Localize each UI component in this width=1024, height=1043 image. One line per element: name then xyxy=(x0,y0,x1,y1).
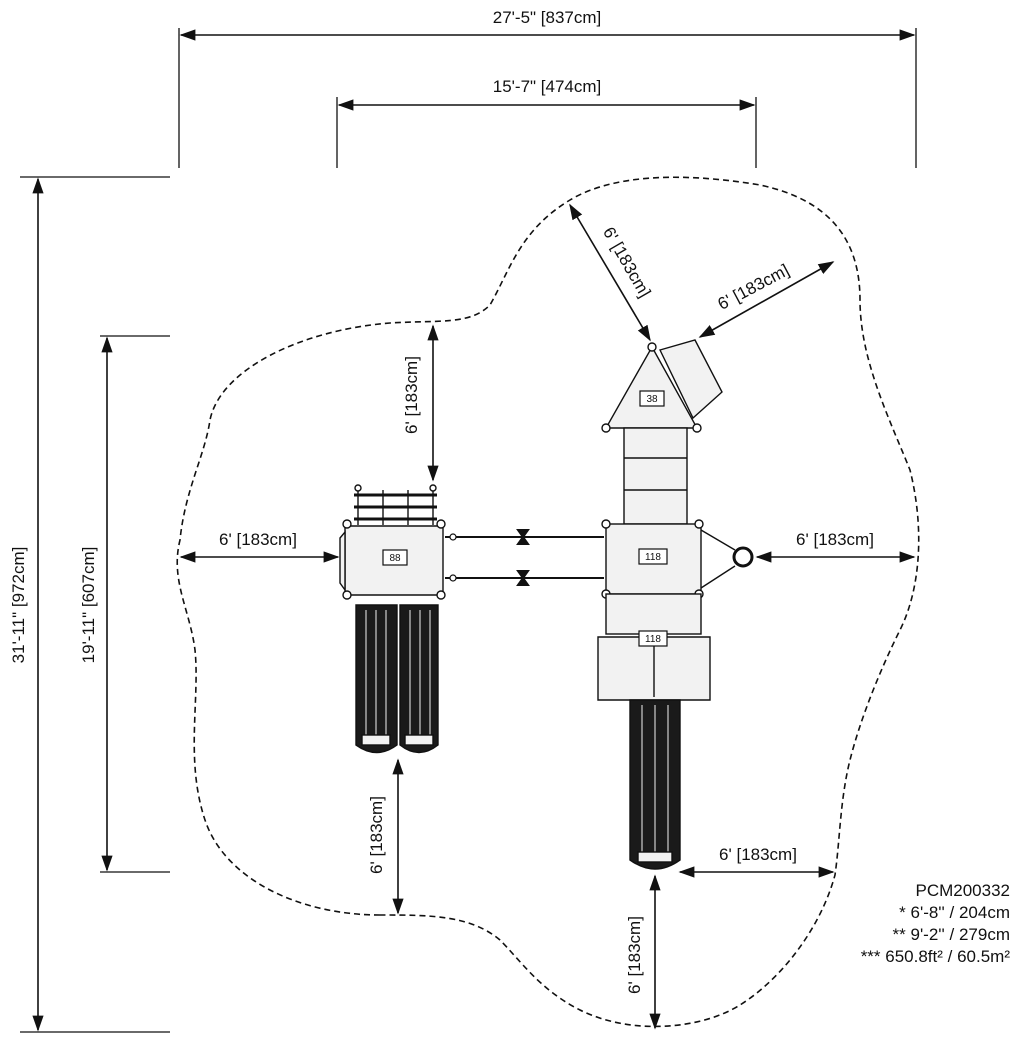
safety-zone-outline xyxy=(176,176,920,1028)
extension-lines xyxy=(20,28,917,1033)
overall-depth-label: 31'-11" [972cm] xyxy=(9,547,28,664)
bottom-right-clearance-label: 6' [183cm] xyxy=(719,845,797,864)
structure-depth-label: 19'-11" [607cm] xyxy=(79,547,98,664)
model-notes: PCM200332 * 6'-8'' / 204cm ** 9'-2'' / 2… xyxy=(861,880,1010,968)
model-number: PCM200332 xyxy=(915,881,1010,900)
steering-wheel xyxy=(732,546,754,568)
roof-tag: 38 xyxy=(646,394,658,405)
main-deck-tag: 118 xyxy=(645,552,661,563)
main-tower xyxy=(597,339,754,870)
left-tower xyxy=(339,484,446,754)
note-line-3: *** 650.8ft² / 60.5m² xyxy=(860,947,1010,966)
lower-deck-tag: 118 xyxy=(645,634,661,645)
bottom-left-clearance-label: 6' [183cm] xyxy=(367,796,386,874)
bottom-clearance-label: 6' [183cm] xyxy=(625,916,644,994)
diagonal-clearance-label-1: 6' [183cm] xyxy=(599,224,654,301)
structure-width-label: 15'-7" [474cm] xyxy=(493,77,602,96)
overall-width-label: 27'-5" [837cm] xyxy=(493,8,602,27)
dimension-lines xyxy=(32,29,916,1032)
climber-ladder xyxy=(354,484,437,525)
note-line-1: * 6'-8'' / 204cm xyxy=(899,903,1010,922)
bridge xyxy=(445,529,604,586)
right-clearance-label: 6' [183cm] xyxy=(796,530,874,549)
angled-panel xyxy=(659,339,723,420)
diagonal-clearance-line-2 xyxy=(698,261,835,338)
diagonal-clearance-line-1 xyxy=(569,203,651,342)
left-clearance-label: 6' [183cm] xyxy=(219,530,297,549)
diagonal-clearance-label-2: 6' [183cm] xyxy=(715,260,793,313)
top-left-clearance-label: 6' [183cm] xyxy=(402,356,421,434)
twin-slides xyxy=(355,604,439,754)
note-line-2: ** 9'-2'' / 279cm xyxy=(892,925,1010,944)
left-deck-tag: 88 xyxy=(389,553,401,564)
